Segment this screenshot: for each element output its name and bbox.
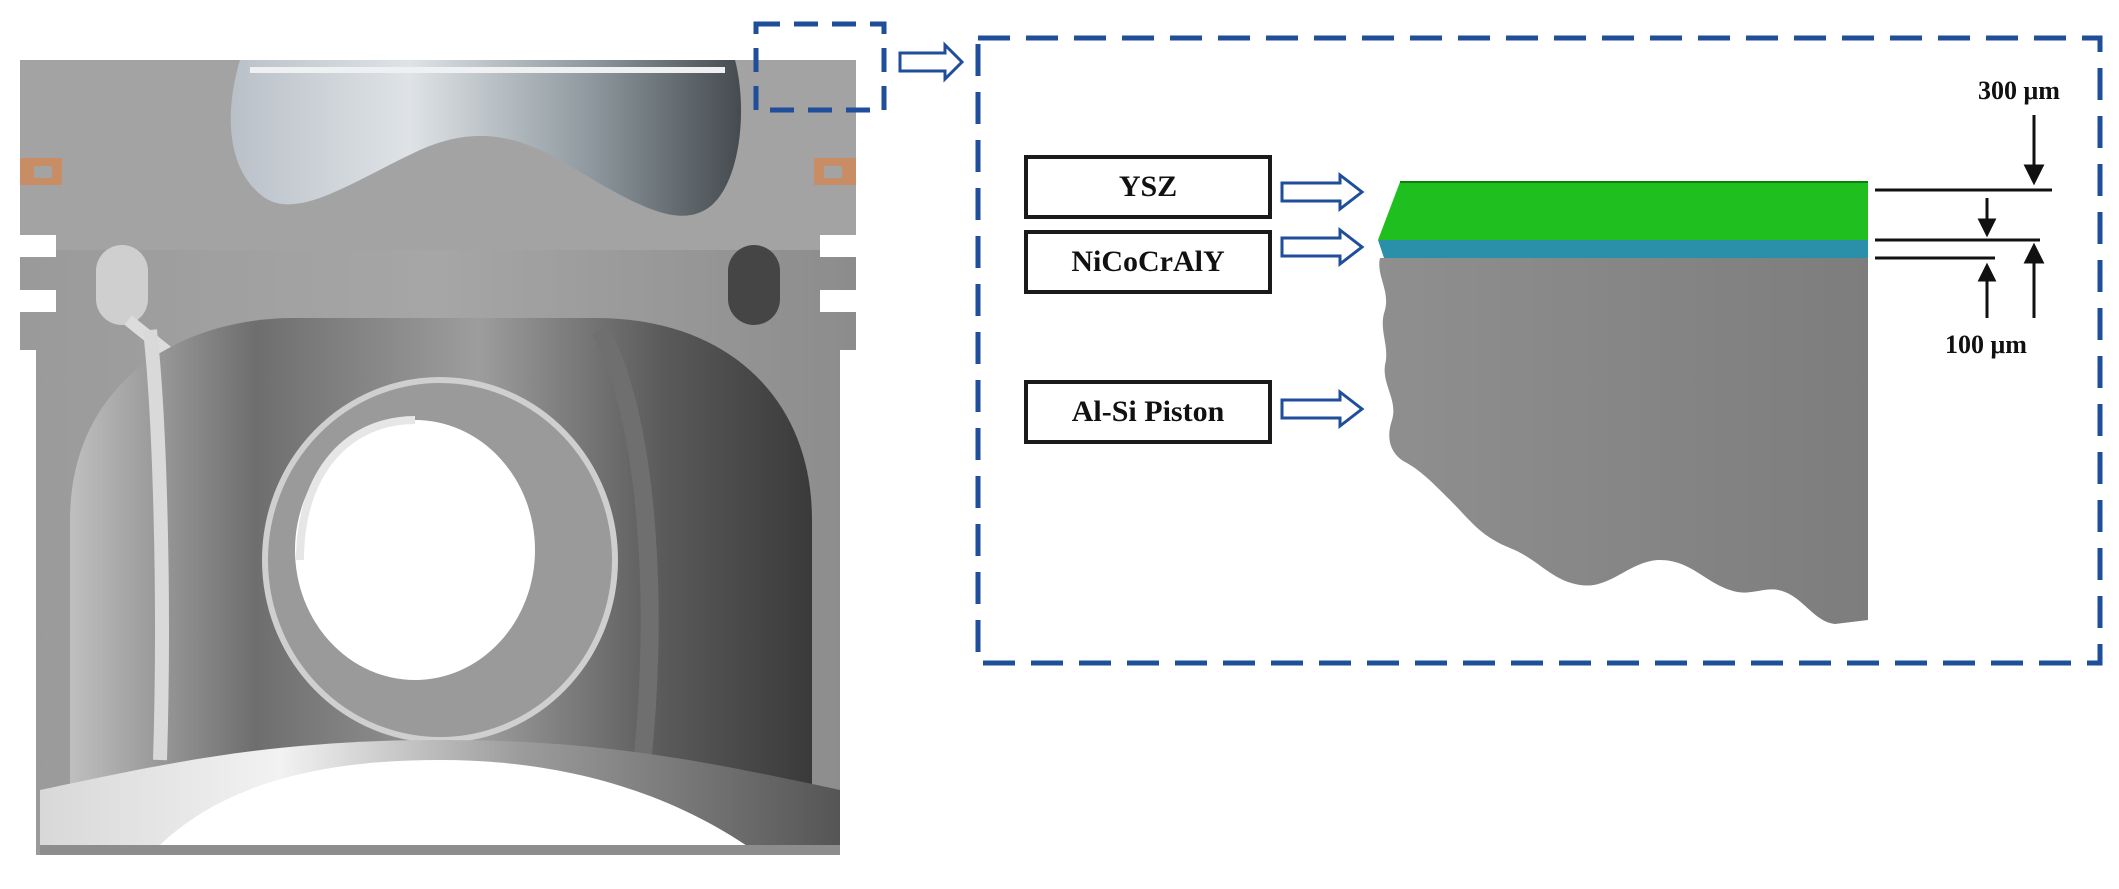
ring-grooves [14,235,862,312]
combustion-bowl [230,60,742,216]
groove-left-1 [14,235,56,257]
nicocraly-label: NiCoCrAlY [1024,230,1272,294]
pin-bore [295,420,535,680]
groove-left-2 [14,290,56,312]
oil-passage-right [728,245,780,325]
detail-frame [975,35,2103,666]
dim-100-bottom-head [1977,262,1997,282]
zoom-indicator [753,21,965,113]
ysz-label: YSZ [1024,155,1272,219]
al-si-piston-substrate [1379,258,1868,624]
piston-arrow [1280,388,1365,430]
dim-100-top-head [1977,218,1997,238]
groove-right-1 [820,235,862,257]
zoom-source-box [753,21,887,113]
piston-cross-section [14,60,862,855]
coating-stack [1378,181,1868,624]
ysz-arrow [1280,171,1365,213]
dim-300-bottom-head [2023,242,2045,264]
oil-passage-left [96,245,148,325]
groove-right-2 [820,290,862,312]
bond-coat-thickness: 100 μm [1945,330,2027,359]
zoom-arrow [898,41,965,83]
ysz-layer [1378,182,1868,240]
label-arrows [1280,171,1365,430]
skirt-arc-opening [150,760,760,855]
ring-insert [20,158,856,185]
piston-label: Al-Si Piston [1024,380,1272,444]
nicocraly-arrow [1280,226,1365,268]
top-coat-thickness: 300 μm [1978,76,2060,105]
nicocraly-layer [1378,240,1868,258]
dimension-lines [1875,115,2052,318]
dim-300-top-head [2023,164,2045,186]
